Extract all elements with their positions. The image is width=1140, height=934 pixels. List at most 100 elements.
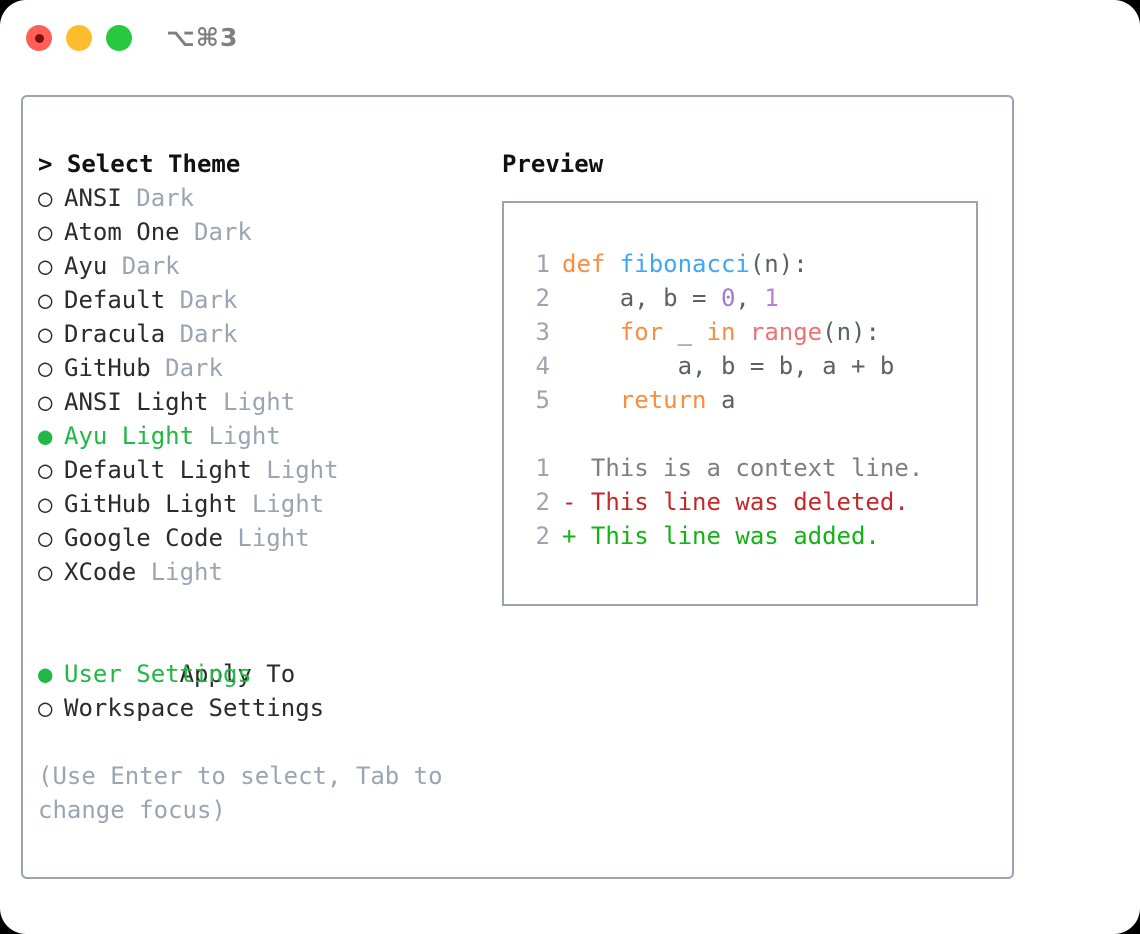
radio-selected-icon[interactable]: ● bbox=[38, 660, 53, 688]
radio-selected-icon[interactable]: ● bbox=[38, 422, 53, 450]
theme-option-label: Default bbox=[64, 286, 166, 314]
diff-line-text: This is a context line. bbox=[562, 454, 924, 482]
select-theme-heading: > Select Theme bbox=[38, 150, 241, 178]
theme-option[interactable]: ○GitHub Dark bbox=[38, 351, 478, 385]
radio-unselected-icon[interactable]: ○ bbox=[38, 558, 53, 586]
theme-variant-tag: Dark bbox=[121, 184, 195, 212]
code-line-text: return a bbox=[550, 383, 736, 417]
radio-unselected-icon[interactable]: ○ bbox=[38, 694, 53, 722]
theme-variant-tag: Dark bbox=[165, 286, 238, 314]
code-diff-separator bbox=[504, 417, 976, 451]
code-token: (n): bbox=[749, 250, 808, 278]
theme-picker: > Select Theme ○ANSI Dark○Atom One Dark○… bbox=[38, 147, 478, 827]
code-token: (n): bbox=[822, 318, 880, 346]
radio-unselected-icon[interactable]: ○ bbox=[38, 320, 53, 348]
line-number: 3 bbox=[535, 318, 550, 346]
code-token: a bbox=[706, 386, 736, 414]
diff-line: 2 + This line was added. bbox=[504, 519, 976, 553]
line-number: 5 bbox=[535, 386, 550, 414]
keyboard-hint: (Use Enter to select, Tab to change focu… bbox=[38, 762, 458, 824]
code-token bbox=[735, 318, 749, 346]
title-bar: ⌥⌘3 bbox=[0, 0, 1140, 78]
code-line-text: for _ in range(n): bbox=[550, 315, 880, 349]
radio-unselected-icon[interactable]: ○ bbox=[38, 354, 53, 382]
theme-option-label: Atom One bbox=[64, 218, 180, 246]
code-token: a, b = bbox=[562, 284, 721, 312]
theme-option[interactable]: ○ ANSI Light Light bbox=[38, 385, 478, 419]
theme-option[interactable]: ○ XCode Light bbox=[38, 555, 478, 589]
theme-variant-tag: Light bbox=[208, 388, 296, 416]
apply-to-heading: Apply To bbox=[38, 623, 478, 688]
theme-option-label: Dracula bbox=[64, 320, 166, 348]
theme-option[interactable]: ○ GitHub Light Light bbox=[38, 487, 478, 521]
theme-variant-tag: Light bbox=[251, 456, 339, 484]
theme-variant-tag: Light bbox=[222, 524, 310, 552]
diff-sample: 1 This is a context line.2- This line wa… bbox=[504, 451, 976, 553]
radio-unselected-icon[interactable]: ○ bbox=[38, 456, 53, 484]
theme-option[interactable]: ●Ayu Light Light bbox=[38, 419, 478, 453]
code-line-text: def fibonacci(n): bbox=[550, 247, 808, 281]
theme-option[interactable]: ○ Default Light Light bbox=[38, 453, 478, 487]
code-token: for bbox=[619, 318, 664, 346]
apply-to-option-label: Workspace Settings bbox=[64, 694, 325, 722]
code-token: range bbox=[749, 318, 823, 346]
maximize-button[interactable] bbox=[106, 25, 132, 51]
radio-unselected-icon[interactable]: ○ bbox=[38, 524, 53, 552]
main-panel: > Select Theme ○ANSI Dark○Atom One Dark○… bbox=[21, 95, 1014, 879]
radio-unselected-icon[interactable]: ○ bbox=[38, 218, 53, 246]
diff-line-text: + This line was added. bbox=[562, 522, 880, 550]
code-token: 1 bbox=[764, 284, 779, 312]
line-number: 1 bbox=[535, 250, 550, 278]
code-token: a, b = b, a + b bbox=[562, 352, 895, 380]
theme-option-label: Ayu Light bbox=[64, 422, 195, 450]
diff-line: 2- This line was deleted. bbox=[504, 485, 976, 519]
theme-variant-tag: Light bbox=[136, 558, 223, 586]
theme-option[interactable]: ○Atom One Dark bbox=[38, 215, 478, 249]
code-line-text: a, b = 0, 1 bbox=[550, 281, 779, 315]
theme-option[interactable]: ○ Dracula Dark bbox=[38, 317, 478, 351]
theme-option-label: ANSI bbox=[64, 184, 122, 212]
theme-option-label: Google Code bbox=[64, 524, 223, 552]
theme-option-label: ANSI Light bbox=[64, 388, 209, 416]
code-token bbox=[562, 386, 620, 414]
radio-unselected-icon[interactable]: ○ bbox=[38, 286, 53, 314]
apply-to-option[interactable]: ● User Settings bbox=[38, 657, 478, 691]
theme-variant-tag: Light bbox=[237, 490, 325, 518]
code-line: 3 for _ in range(n): bbox=[504, 315, 976, 349]
code-token: return bbox=[619, 386, 707, 414]
theme-option[interactable]: ○ Default Dark bbox=[38, 283, 478, 317]
minimize-button[interactable] bbox=[66, 25, 92, 51]
close-button[interactable] bbox=[26, 25, 52, 51]
apply-to-option[interactable]: ○ Workspace Settings bbox=[38, 691, 478, 725]
theme-variant-tag: Dark bbox=[165, 320, 238, 348]
theme-option-label: Default Light bbox=[64, 456, 252, 484]
code-token: 0 bbox=[720, 284, 736, 312]
radio-unselected-icon[interactable]: ○ bbox=[38, 490, 53, 518]
code-line: 5 return a bbox=[504, 383, 976, 417]
radio-unselected-icon[interactable]: ○ bbox=[38, 388, 53, 416]
theme-option[interactable]: ○ ANSI Dark bbox=[38, 181, 478, 215]
code-line: 2 a, b = 0, 1 bbox=[504, 281, 976, 315]
apply-to-option-label: User Settings bbox=[64, 660, 252, 688]
line-number: 2 bbox=[535, 522, 550, 550]
traffic-light-buttons bbox=[26, 25, 132, 51]
theme-option[interactable]: ○Ayu Dark bbox=[38, 249, 478, 283]
theme-variant-tag: Dark bbox=[150, 354, 223, 382]
line-number: 4 bbox=[535, 352, 550, 380]
code-token: , bbox=[735, 284, 765, 312]
apply-to-heading-label: Apply To bbox=[179, 660, 296, 688]
line-number: 2 bbox=[535, 488, 550, 516]
theme-option-label: XCode bbox=[64, 558, 137, 586]
theme-option-label: GitHub Light bbox=[64, 490, 238, 518]
theme-list: ○ANSI Dark○Atom One Dark○Ayu Dark○Defaul… bbox=[38, 181, 478, 589]
theme-option[interactable]: ○ Google Code Light bbox=[38, 521, 478, 555]
code-line-text: a, b = b, a + b bbox=[550, 349, 895, 383]
radio-unselected-icon[interactable]: ○ bbox=[38, 184, 53, 212]
keyboard-shortcut-label: ⌥⌘3 bbox=[166, 23, 239, 52]
radio-unselected-icon[interactable]: ○ bbox=[38, 252, 53, 280]
line-number: 2 bbox=[535, 284, 550, 312]
code-line: 4 a, b = b, a + b bbox=[504, 349, 976, 383]
